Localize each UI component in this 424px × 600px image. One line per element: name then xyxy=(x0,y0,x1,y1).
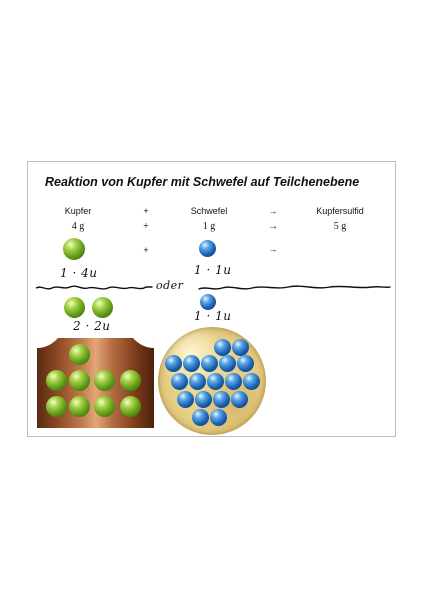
sulfur-atom xyxy=(195,391,212,408)
copper-atom xyxy=(69,396,90,417)
copper-atom xyxy=(69,370,90,391)
copper-atom xyxy=(63,238,85,260)
sulfur-atom xyxy=(232,339,249,356)
sulfur-atom xyxy=(219,355,236,372)
copper-atom xyxy=(64,297,85,318)
sulfur-atom xyxy=(207,373,224,390)
copper-atom xyxy=(92,297,113,318)
label-kupfersulfid: Kupfersulfid xyxy=(316,206,364,216)
mass-kupfersulfid: 5 g xyxy=(333,221,347,232)
sulfur-atom xyxy=(165,355,182,372)
handwritten-cu-mass: 1 · 4u xyxy=(60,266,98,280)
sulfur-atom xyxy=(171,373,188,390)
mass-schwefel: 1 g xyxy=(202,221,216,232)
sulfur-atom xyxy=(210,409,227,426)
copper-atom xyxy=(46,370,67,391)
copper-atom xyxy=(120,396,141,417)
sulfur-atom xyxy=(192,409,209,426)
sulfur-atom xyxy=(225,373,242,390)
sulfur-atom xyxy=(237,355,254,372)
label-arrow: → xyxy=(268,206,278,216)
handwritten-divider-line xyxy=(36,285,391,290)
sulfur-atom xyxy=(214,339,231,356)
particle-plus: + xyxy=(143,245,149,255)
label-plus: + xyxy=(143,206,149,216)
sulfur-atom xyxy=(213,391,230,408)
sulfur-atom xyxy=(201,355,218,372)
copper-atom xyxy=(69,344,90,365)
copper-atom xyxy=(94,396,115,417)
sulfur-atom xyxy=(200,294,216,310)
label-schwefel: Schwefel xyxy=(190,206,228,216)
handwritten-oder: oder xyxy=(156,279,184,292)
copper-atom xyxy=(120,370,141,391)
sulfur-atom xyxy=(231,391,248,408)
slide-title: Reaktion von Kupfer mit Schwefel auf Tei… xyxy=(45,175,360,189)
handwritten-s-mass: 1 · 1u xyxy=(194,263,232,277)
sulfur-atom xyxy=(177,391,194,408)
copper-atom xyxy=(46,396,67,417)
handwritten-s-second: 1 · 1u xyxy=(194,309,232,323)
copper-atom xyxy=(94,370,115,391)
sulfur-atom xyxy=(243,373,260,390)
sulfur-atom xyxy=(183,355,200,372)
sulfur-atom xyxy=(189,373,206,390)
mass-plus: + xyxy=(143,221,149,232)
label-kupfer: Kupfer xyxy=(64,206,92,216)
particle-arrow: → xyxy=(268,244,278,254)
handwritten-cu-double: 2 · 2u xyxy=(73,319,111,333)
slide: Reaktion von Kupfer mit Schwefel auf Tei… xyxy=(27,161,396,437)
mass-kupfer: 4 g xyxy=(71,221,85,232)
sulfur-atom xyxy=(199,240,216,257)
mass-arrow: → xyxy=(268,221,278,232)
